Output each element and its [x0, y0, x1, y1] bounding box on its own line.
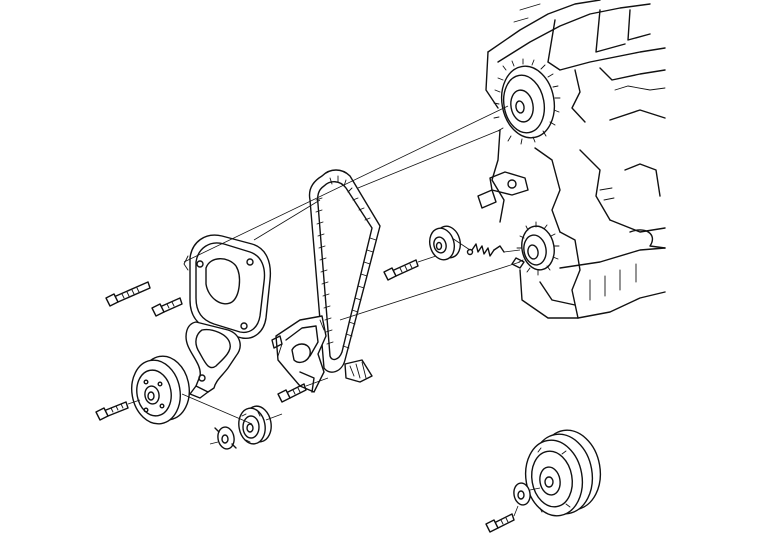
crankshaft-sprocket [511, 221, 560, 276]
tensioner-spring [466, 243, 505, 257]
tensioner-pulley [428, 225, 462, 261]
engine-block [477, 0, 666, 319]
bolt-guide [277, 383, 307, 403]
timing-belt-guide [271, 315, 327, 393]
timing-belt [308, 169, 381, 383]
crankshaft-pulley-small [238, 405, 272, 445]
bolt-lower [485, 513, 515, 533]
washer-lower [513, 482, 531, 506]
upper-timing-cover [183, 234, 272, 339]
bolt-tensioner [383, 259, 419, 281]
assembly-lines [127, 105, 541, 517]
water-pump-pulley [131, 355, 190, 425]
lock-washer [214, 426, 237, 450]
crankshaft-pulley [524, 429, 602, 517]
camshaft-sprocket [493, 58, 561, 145]
bolt-cover-upper [105, 281, 151, 307]
lower-timing-cover [185, 321, 241, 399]
bolt-water-pump [95, 401, 129, 421]
bolt-cover-middle [151, 297, 183, 317]
